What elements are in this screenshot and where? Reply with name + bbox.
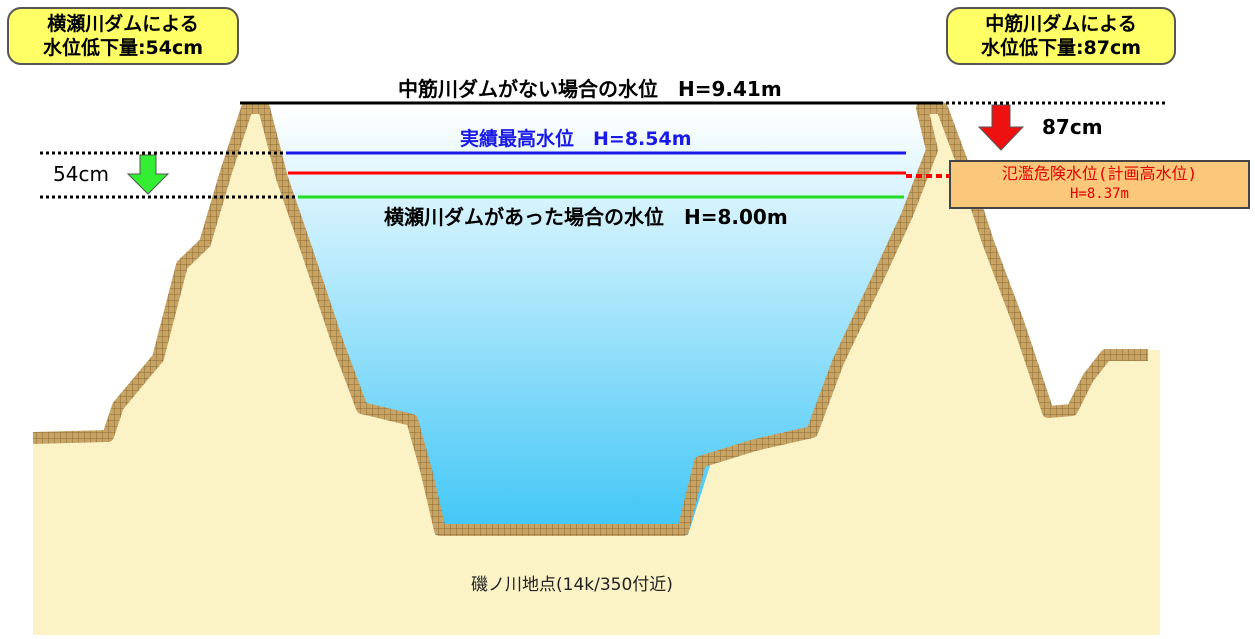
danger-level-box: 氾濫危険水位(計画高水位) H=8.37m [949,160,1250,209]
record-level-label: 実績最高水位 H=8.54m [460,128,692,150]
danger-box-title: 氾濫危険水位(計画高水位) [1001,164,1198,183]
nakasujigawa-dam-callout: 中筋川ダムによる 水位低下量:87cm [946,7,1176,65]
site-label: 磯ノ川地点(14k/350付近) [471,575,673,595]
river-water [268,108,935,535]
green-down-arrow [126,154,170,195]
callout-left-line2: 水位低下量:54cm [42,37,204,59]
reduction-54cm-label: 54cm [53,162,109,186]
levee-left [32,102,1148,536]
with-dam-level-label: 横瀬川ダムがあった場合の水位 H=8.00m [384,205,788,229]
reduction-87cm-label: 87cm [1042,115,1103,139]
yokosegawa-dam-callout: 横瀬川ダムによる 水位低下量:54cm [7,7,239,65]
callout-right-line1: 中筋川ダムによる [985,13,1137,35]
callout-left-line1: 横瀬川ダムによる [47,13,199,35]
danger-box-height: H=8.37m [1069,186,1129,202]
red-down-arrow [977,104,1025,151]
ground [33,103,1160,635]
no-dam-level-label: 中筋川ダムがない場合の水位 H=9.41m [398,77,782,101]
callout-right-line2: 水位低下量:87cm [980,37,1142,59]
